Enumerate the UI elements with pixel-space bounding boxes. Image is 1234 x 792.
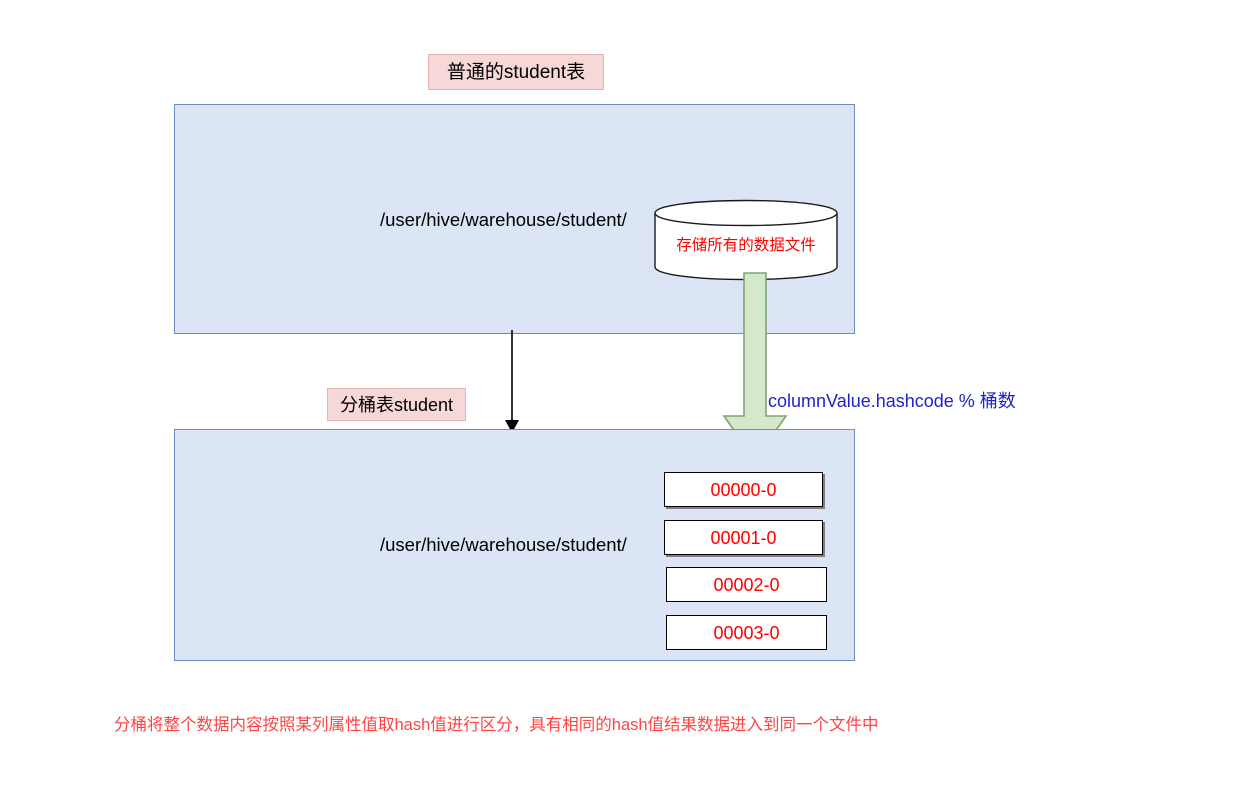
bucketed-table-title-chip: 分桶表student — [327, 388, 466, 421]
plain-table-path-label: /user/hive/warehouse/student/ — [380, 209, 627, 230]
diagram-caption: 分桶将整个数据内容按照某列属性值取hash值进行区分，具有相同的hash值结果数… — [114, 716, 879, 734]
bucket-file-box: 00003-0 — [666, 615, 827, 650]
storage-note-label: 存储所有的数据文件 — [676, 237, 816, 254]
bucket-file-box: 00000-0 — [664, 472, 823, 507]
bucketed-table-path-label: /user/hive/warehouse/student/ — [380, 534, 627, 555]
bucket-file-box: 00002-0 — [666, 567, 827, 602]
transform-arrow — [490, 330, 534, 434]
hash-formula-label: columnValue.hashcode % 桶数 — [768, 391, 1016, 411]
bucket-file-box: 00001-0 — [664, 520, 823, 555]
database-cylinder-icon — [654, 199, 838, 281]
plain-table-title-chip: 普通的student表 — [428, 54, 604, 90]
